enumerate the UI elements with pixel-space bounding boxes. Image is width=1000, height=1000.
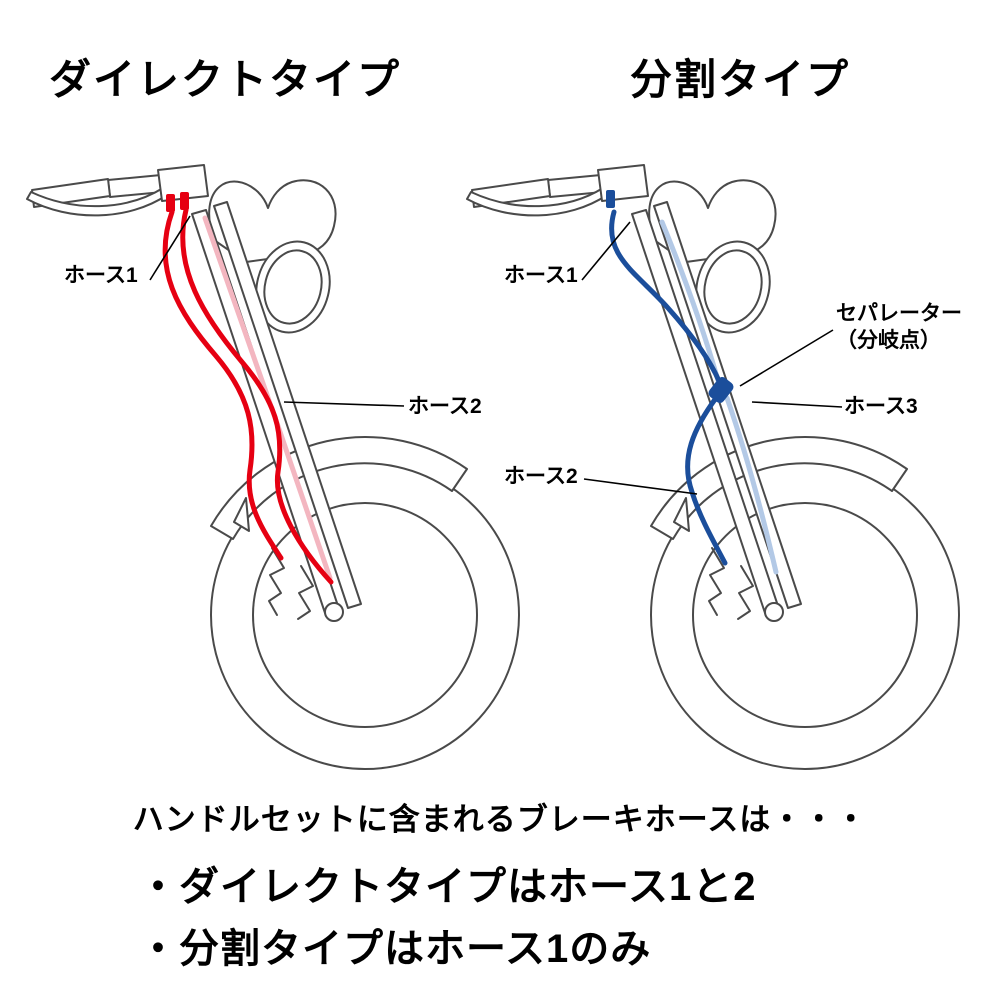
- label-separator-line2: （分岐点）: [836, 329, 941, 352]
- direct-banjo-fitting-1: [166, 194, 175, 212]
- split-hose-3-path: [724, 395, 779, 575]
- direct-hoses: [162, 192, 334, 585]
- leader-lines: [149, 215, 843, 495]
- leader-split-hose3: [751, 401, 843, 408]
- label-direct-hose2: ホース2: [408, 395, 482, 418]
- leader-direct-hose2: [283, 401, 405, 407]
- footer-bullet-split: ・分割タイプはホース1のみ: [138, 927, 652, 971]
- leader-direct-hose1: [149, 215, 191, 281]
- footer-intro-text: ハンドルセットに含まれるブレーキホースは・・・: [132, 802, 868, 837]
- footer-bullet-direct: ・ダイレクトタイプはホース1と2: [138, 865, 757, 909]
- split-banjo-fitting: [606, 190, 615, 208]
- label-direct-hose1: ホース1: [64, 264, 138, 287]
- label-separator-line1: セパレーター: [836, 302, 962, 325]
- leader-split-hose2: [583, 478, 698, 495]
- label-separator: セパレーター （分岐点）: [836, 300, 962, 354]
- label-split-hose2: ホース2: [504, 465, 578, 488]
- direct-type-illustration: [26, 164, 520, 770]
- heading-direct-type: ダイレクトタイプ: [48, 56, 401, 103]
- split-hose-2-path: [685, 395, 728, 566]
- direct-hose-2-path: [180, 207, 334, 585]
- separator-junction: [708, 377, 734, 403]
- leader-split-hose1: [581, 221, 631, 281]
- direct-hose-1-path: [162, 209, 284, 561]
- label-split-hose1: ホース1: [504, 264, 578, 287]
- direct-banjo-fitting-2: [180, 192, 189, 210]
- label-split-hose3: ホース3: [844, 395, 918, 418]
- heading-split-type: 分割タイプ: [629, 56, 850, 103]
- leader-separator: [739, 329, 834, 387]
